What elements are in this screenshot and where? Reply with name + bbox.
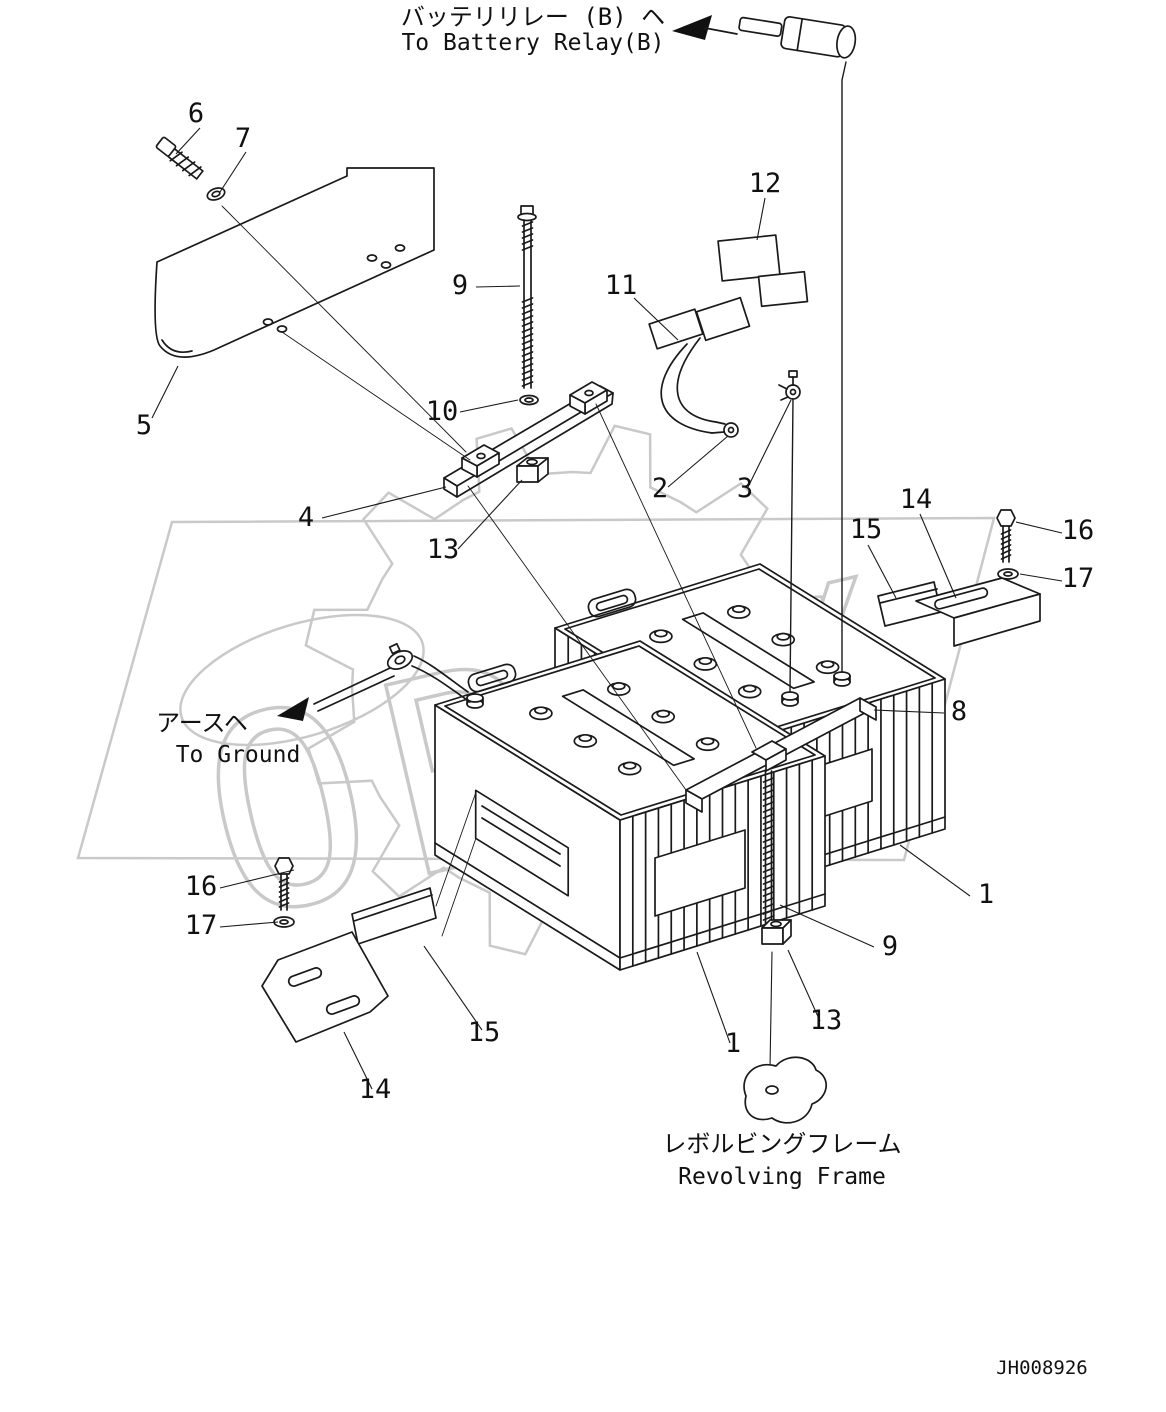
part-callout: 2 [652, 473, 668, 504]
part-callout: 16 [185, 871, 218, 902]
washer-17-bottom [273, 916, 295, 928]
nut-13-bottom [761, 919, 792, 1069]
washer-7 [206, 187, 226, 201]
part-callout: 3 [737, 473, 753, 504]
cover-plate [154, 167, 435, 358]
washer-17-top [997, 568, 1019, 580]
rod-9-installed [762, 770, 775, 927]
part-callout: 13 [427, 534, 460, 565]
jumper-cable-11 [660, 337, 801, 438]
bolt-16-top [996, 509, 1016, 563]
battery-terminal-post [833, 671, 851, 687]
rod-9-top [517, 205, 537, 389]
bracket-14-bottom [261, 931, 389, 1043]
part-callout: 1 [725, 1028, 741, 1059]
part-callout: 14 [359, 1074, 392, 1105]
leader-lines [151, 127, 1063, 1090]
part-callout: 10 [426, 396, 459, 427]
part-callout: 15 [468, 1017, 501, 1048]
part-callout: 13 [810, 1005, 843, 1036]
watermark-ellipse [179, 613, 425, 747]
part-callout: 16 [1062, 515, 1095, 546]
title-english: To Battery Relay(B) [401, 30, 664, 56]
shim-15-bottom [351, 887, 437, 945]
washer-10 [519, 394, 539, 406]
labels: バッテリリレー (B) ヘ To Battery Relay(B) アースヘ T… [136, 3, 1094, 1379]
connector-12 [648, 234, 809, 350]
nut-13-top [516, 457, 549, 483]
watermark-frame [76, 516, 996, 862]
bolt-6 [155, 136, 204, 180]
battery-terminal-post [781, 691, 799, 707]
projection-lines [221, 205, 757, 937]
battery-handle [587, 588, 637, 618]
battery-handle [467, 663, 517, 693]
part-callout: 6 [188, 98, 204, 129]
relay-connector [672, 15, 857, 59]
part-callout: 9 [452, 270, 468, 301]
part-callout: 11 [605, 270, 638, 301]
part-callout: 1 [978, 879, 994, 910]
part-callout: 15 [850, 514, 883, 545]
revolving-frame [743, 1056, 827, 1124]
ground-label-japanese: アースヘ [156, 709, 248, 737]
part-callout: 7 [235, 123, 251, 154]
part-callout: 8 [951, 696, 967, 727]
battery-wires [789, 61, 847, 693]
ground-cable [277, 642, 471, 721]
part-callout: 12 [749, 168, 782, 199]
part-callout: 17 [185, 910, 218, 941]
part-callout: 5 [136, 410, 152, 441]
drawing-number: JH008926 [996, 1357, 1088, 1379]
arrow-to-ground-icon [277, 697, 309, 721]
clamp-rail-8 [685, 697, 877, 813]
bracket-14-top [915, 577, 1041, 647]
part-callout: 14 [900, 484, 933, 515]
hold-down-rail-4 [443, 381, 614, 498]
ground-label-english: To Ground [176, 742, 301, 768]
frame-label-japanese: レボルビングフレーム [662, 1130, 901, 1158]
part-callout: 9 [882, 931, 898, 962]
arrow-to-relay-icon [672, 15, 712, 40]
part-callout: 17 [1062, 563, 1095, 594]
title-japanese: バッテリリレー (B) ヘ [401, 3, 665, 31]
part-callout: 4 [298, 502, 314, 533]
frame-label-english: Revolving Frame [678, 1164, 886, 1190]
